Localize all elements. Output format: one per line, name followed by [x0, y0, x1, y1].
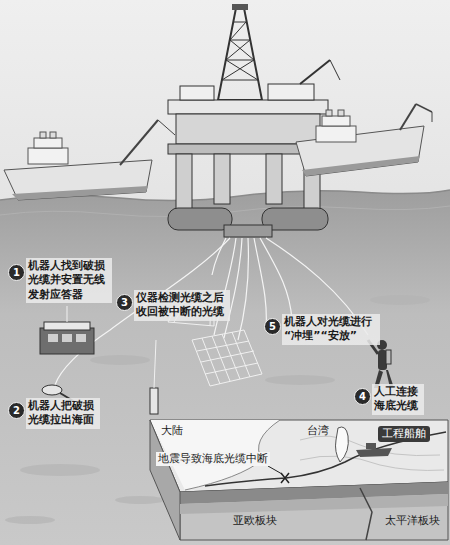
callout-text: 机器人把破损光缆拉出海面 — [26, 398, 100, 429]
callout-number: 3 — [116, 294, 133, 311]
ship-tag: 工程船舶 — [378, 426, 430, 442]
callout-number-text: 1 — [13, 268, 20, 278]
plate-label: 太平洋板块 — [384, 514, 441, 528]
callout-number: 4 — [354, 388, 371, 405]
plate-label: 亚欧板块 — [232, 514, 278, 528]
callout-text: 人工连接海底光缆 — [372, 384, 424, 415]
left-ship — [4, 120, 175, 200]
right-ship — [296, 104, 432, 176]
callout-number-text: 3 — [121, 298, 128, 308]
map-label: 大陆 — [160, 424, 184, 438]
callout-number: 1 — [8, 264, 25, 281]
callout-number-text: 5 — [269, 322, 276, 332]
rov-robot — [40, 306, 94, 354]
callout-number-text: 2 — [13, 406, 20, 416]
taiwan-island — [336, 427, 349, 462]
callout-text: 机器人对光缆进行“冲埋”“安放” — [282, 314, 380, 345]
map-label: 地震导致海底光缆中断 — [156, 452, 270, 466]
callout-number-text: 4 — [359, 392, 366, 402]
map-label: 台湾 — [306, 424, 330, 438]
lift-device — [150, 340, 158, 414]
callout-text: 仪器检测光缆之后收回被中断的光缆 — [134, 290, 230, 321]
callout-text: 机器人找到破损光缆并安置无线发射应答器 — [26, 258, 112, 303]
oil-platform — [168, 4, 340, 237]
diver — [368, 340, 394, 388]
callout-number: 2 — [8, 402, 25, 419]
callout-number: 5 — [264, 318, 281, 335]
map-block — [150, 420, 448, 540]
